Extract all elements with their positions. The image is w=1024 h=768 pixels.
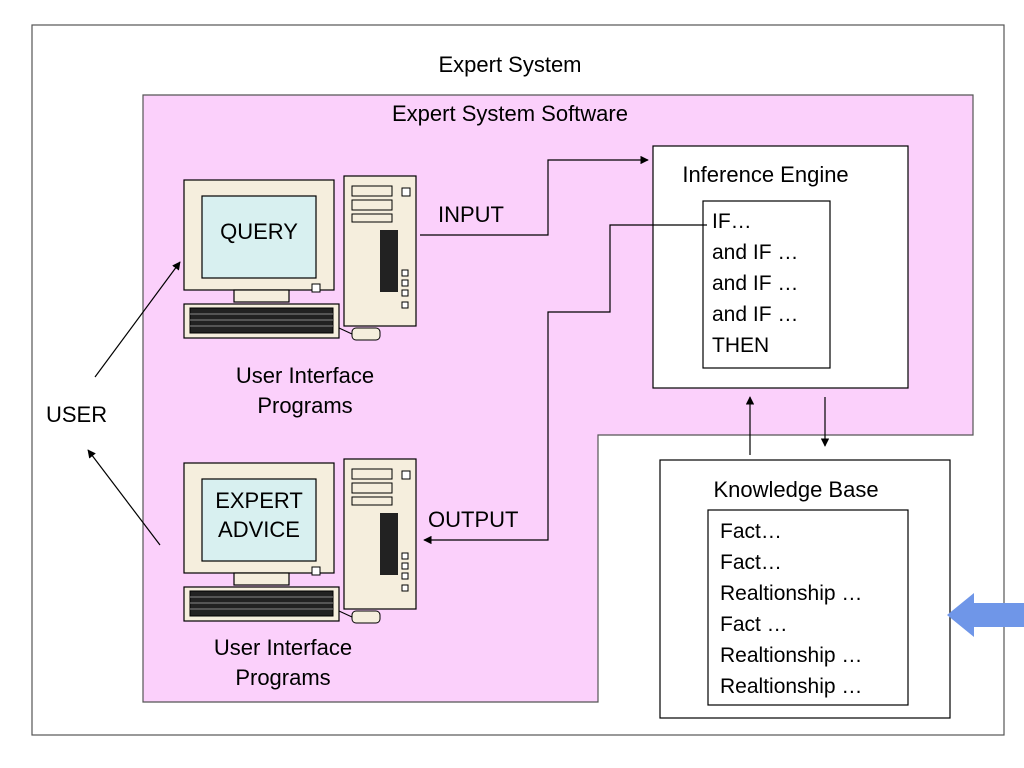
knowledge-items-box xyxy=(707,509,909,706)
user-to-query-arrow xyxy=(94,261,181,378)
rule-line: and IF … xyxy=(712,241,799,264)
knowledge-items: Fact… Fact… Realtionship … Fact … Realti… xyxy=(720,516,862,702)
kb-item: Realtionship … xyxy=(720,582,863,605)
computer-query xyxy=(183,175,417,341)
query-screen-text: QUERY xyxy=(220,219,298,244)
rule-line: and IF … xyxy=(712,272,799,295)
software-title: Expert System Software xyxy=(392,101,628,126)
rule-line: and IF … xyxy=(712,303,799,326)
kb-item: Fact … xyxy=(720,613,788,636)
output-arrow xyxy=(423,224,707,545)
query-caption: User Interface Programs xyxy=(235,363,375,418)
kb-item: Fact… xyxy=(720,551,782,574)
inference-rules-box xyxy=(702,200,831,369)
kb-item: Realtionship … xyxy=(720,644,863,667)
inference-engine-title: Inference Engine xyxy=(682,162,849,187)
input-label: INPUT xyxy=(438,202,504,227)
rule-line: THEN xyxy=(712,334,770,357)
advice-caption: User Interface Programs xyxy=(213,635,353,690)
kb-item: Fact… xyxy=(720,520,782,543)
output-label: OUTPUT xyxy=(428,507,519,532)
input-arrow xyxy=(420,155,649,236)
expert-system-title: Expert System xyxy=(438,52,582,77)
inference-rules: IF… and IF … and IF … and IF … THEN xyxy=(712,206,798,361)
user-label: USER xyxy=(46,402,108,427)
kb-item: Realtionship … xyxy=(720,675,863,698)
rule-line: IF… xyxy=(712,210,752,233)
advice-screen-text: EXPERT ADVICE xyxy=(215,488,303,542)
knowledge-base-title: Knowledge Base xyxy=(713,477,879,502)
advice-to-user-arrow xyxy=(87,449,161,546)
indicator-arrow xyxy=(947,593,1024,637)
